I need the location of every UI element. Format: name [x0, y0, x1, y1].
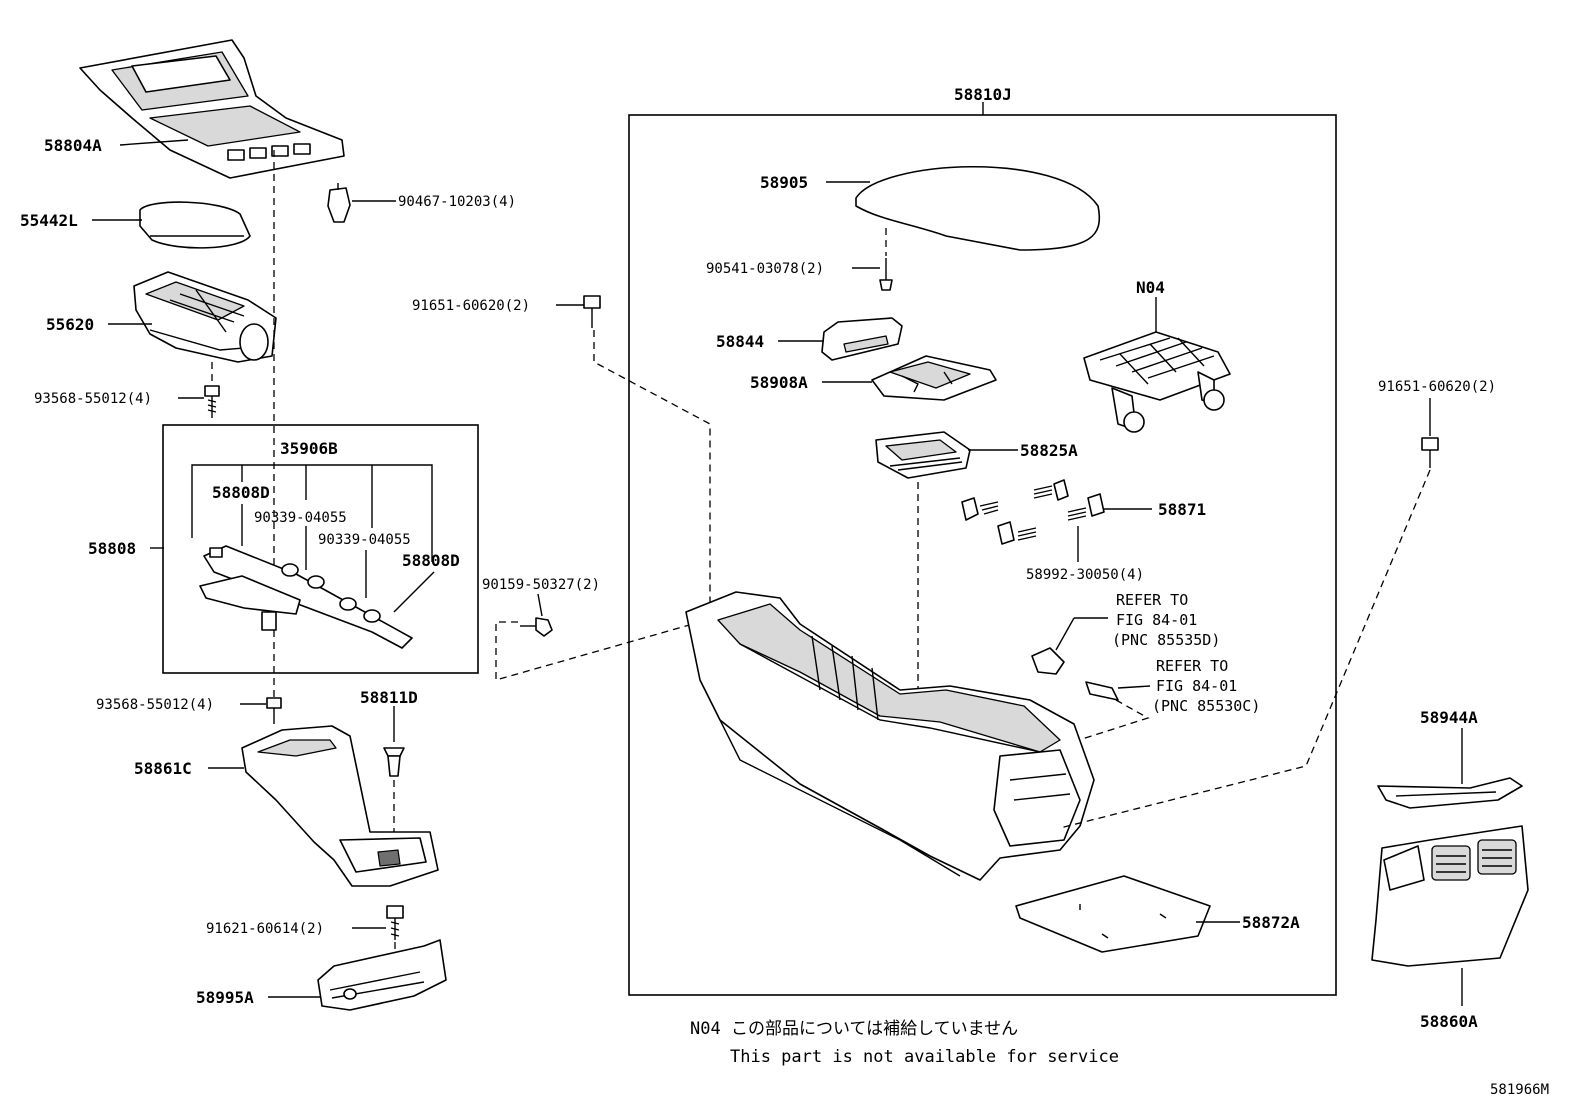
label-58808D-a: 58808D	[212, 483, 270, 502]
label-58811D: 58811D	[360, 688, 418, 707]
label-N04: N04	[1136, 278, 1165, 297]
label-refer2-line1: REFER TO	[1156, 657, 1228, 675]
part-58811D-clip	[383, 747, 405, 777]
part-91651-bolt-b	[1421, 437, 1439, 468]
label-91651-b: 91651-60620(2)	[1378, 379, 1496, 395]
label-90541: 90541-03078(2)	[706, 261, 824, 277]
part-58908A	[871, 355, 997, 401]
label-58872A: 58872A	[1242, 913, 1300, 932]
box-58808	[162, 424, 479, 674]
label-refer2-line2: FIG 84-01	[1156, 677, 1237, 695]
label-90339-a: 90339-04055	[254, 510, 347, 526]
label-93568-a: 93568-55012(4)	[34, 391, 152, 407]
part-58808-bracket	[199, 545, 413, 649]
label-58860A: 58860A	[1420, 1012, 1478, 1031]
label-91651-a: 91651-60620(2)	[412, 298, 530, 314]
part-55442L	[139, 201, 251, 249]
part-91651-bolt-a	[583, 295, 601, 328]
label-91621: 91621-60614(2)	[206, 921, 324, 937]
part-90541-screw	[879, 258, 893, 291]
label-58808: 58808	[88, 539, 136, 558]
part-58860A-panel	[1371, 825, 1529, 967]
label-55620: 55620	[46, 315, 94, 334]
label-58944A: 58944A	[1420, 708, 1478, 727]
label-55442L: 55442L	[20, 211, 78, 230]
part-58944A-trim	[1377, 777, 1523, 809]
part-58825A-tray	[875, 431, 971, 479]
label-90339-b: 90339-04055	[318, 532, 411, 548]
part-58804A	[79, 39, 345, 179]
part-58905-lid	[855, 165, 1101, 251]
footnote-en: This part is not available for service	[730, 1047, 1119, 1067]
part-socket-85535D	[1031, 617, 1075, 675]
label-58804A: 58804A	[44, 136, 102, 155]
part-93568-screw-a	[204, 385, 220, 418]
part-58861C-duct	[241, 725, 439, 887]
part-58992-springs	[979, 485, 1087, 541]
part-90467-clip	[327, 183, 351, 223]
part-55620	[133, 271, 277, 363]
label-58844: 58844	[716, 332, 764, 351]
part-90159-screw	[520, 617, 553, 637]
label-58992: 58992-30050(4)	[1026, 567, 1144, 583]
footnote-jp: N04 この部品については補給していません	[690, 1019, 1018, 1039]
label-58995A: 58995A	[196, 988, 254, 1007]
part-93568-screw-b	[266, 697, 282, 724]
label-90467: 90467-10203(4)	[398, 194, 516, 210]
part-socket-85530C	[1085, 681, 1119, 701]
label-58808D-b: 58808D	[402, 551, 460, 570]
label-90159: 90159-50327(2)	[482, 577, 600, 593]
label-93568-b: 93568-55012(4)	[96, 697, 214, 713]
part-N04-hinge	[1083, 331, 1231, 433]
label-58825A: 58825A	[1020, 441, 1078, 460]
part-58872A-mat	[1015, 875, 1211, 953]
label-58905: 58905	[760, 173, 808, 192]
label-refer1-line1: REFER TO	[1116, 591, 1188, 609]
label-refer1-line3: (PNC 85535D)	[1112, 631, 1220, 649]
label-58810J: 58810J	[954, 85, 1012, 104]
label-58908A: 58908A	[750, 373, 808, 392]
part-58995A-bracket	[317, 939, 447, 1011]
label-35906B: 35906B	[280, 439, 338, 458]
label-refer2-line3: (PNC 85530C)	[1152, 697, 1260, 715]
figure-id: 581966M	[1490, 1082, 1549, 1098]
label-refer1-line2: FIG 84-01	[1116, 611, 1197, 629]
part-58844	[821, 317, 903, 361]
label-58861C: 58861C	[134, 759, 192, 778]
part-58871-clips	[961, 479, 1105, 545]
part-91621-bolt	[386, 905, 404, 940]
label-58871: 58871	[1158, 500, 1206, 519]
part-console-body	[685, 591, 1095, 881]
